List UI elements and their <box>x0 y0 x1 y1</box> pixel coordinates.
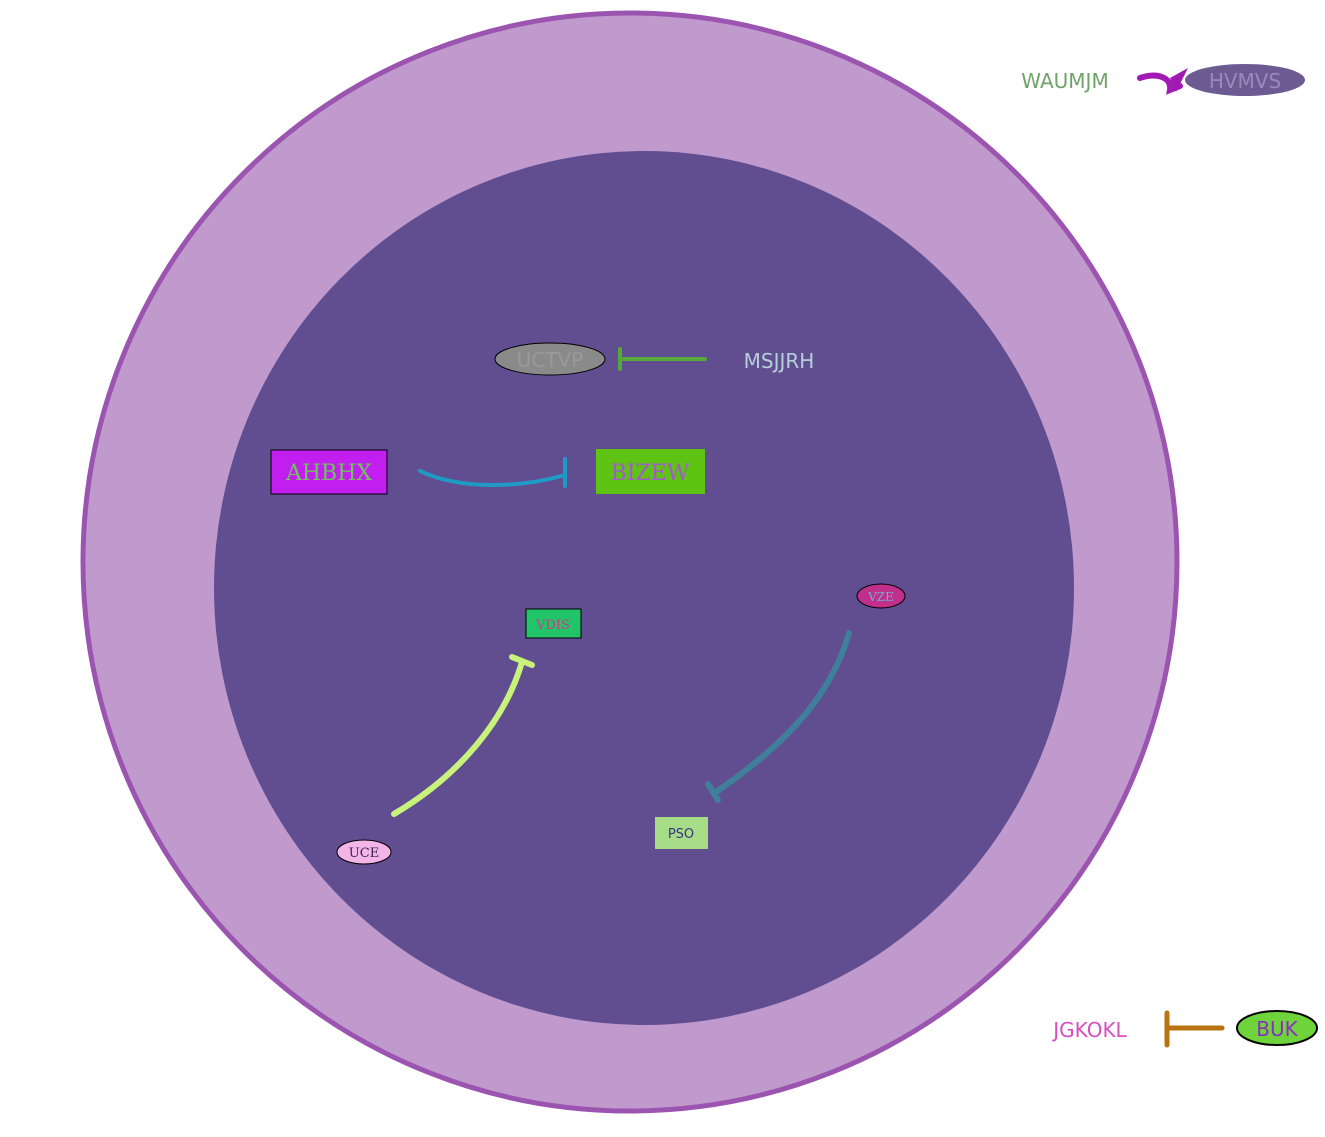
node-pso-shape <box>655 817 708 849</box>
node-hvmvs-shape <box>1185 64 1305 96</box>
edge-buk-jgkokl <box>1164 1010 1225 1048</box>
node-waumjm-label: WAUMJM <box>1021 69 1108 93</box>
node-bizew-label: BIZEW <box>611 461 690 486</box>
edge-ahbhx-bizew <box>418 457 567 488</box>
edge-waumjm-hvmvs <box>1137 68 1188 95</box>
node-uctvp-label: UCTVP <box>517 348 584 372</box>
node-bizew: BIZEW <box>596 449 705 494</box>
edge-vze-pso <box>705 630 852 803</box>
node-vze-label: VZE <box>867 590 894 604</box>
node-ahbhx-shape <box>270 449 388 495</box>
node-ahbhx-label: AHBHX <box>285 461 372 486</box>
node-hvmvs: HVMVS <box>1185 64 1305 96</box>
node-bizew-shape <box>596 449 705 494</box>
edge-uce-vdis <box>391 654 535 817</box>
node-pso-label: PSO <box>668 827 694 842</box>
node-buk: BUK <box>1236 1010 1318 1046</box>
node-uce: UCE <box>336 839 392 865</box>
node-vze: VZE <box>856 583 906 609</box>
node-hvmvs-label: HVMVS <box>1209 69 1281 93</box>
node-pso: PSO <box>655 817 708 849</box>
edge-msjjrh-uctvp <box>618 347 707 371</box>
node-msjjrh-label: MSJJRH <box>744 349 815 373</box>
inner-compartment <box>214 151 1074 1025</box>
node-ahbhx: AHBHX <box>270 449 388 495</box>
node-uctvp: UCTVP <box>494 342 606 376</box>
node-buk-shape <box>1236 1010 1318 1046</box>
node-uce-shape <box>336 839 392 865</box>
node-jgkokl-label: JGKOKL <box>1051 1018 1127 1042</box>
node-vdis-shape <box>525 608 582 639</box>
node-uctvp-shape <box>494 342 606 376</box>
node-vze-shape <box>856 583 906 609</box>
node-vdis: VDIS <box>525 608 582 639</box>
node-vdis-label: VDIS <box>535 618 570 633</box>
node-uce-label: UCE <box>349 846 379 861</box>
node-buk-label: BUK <box>1256 1017 1298 1041</box>
